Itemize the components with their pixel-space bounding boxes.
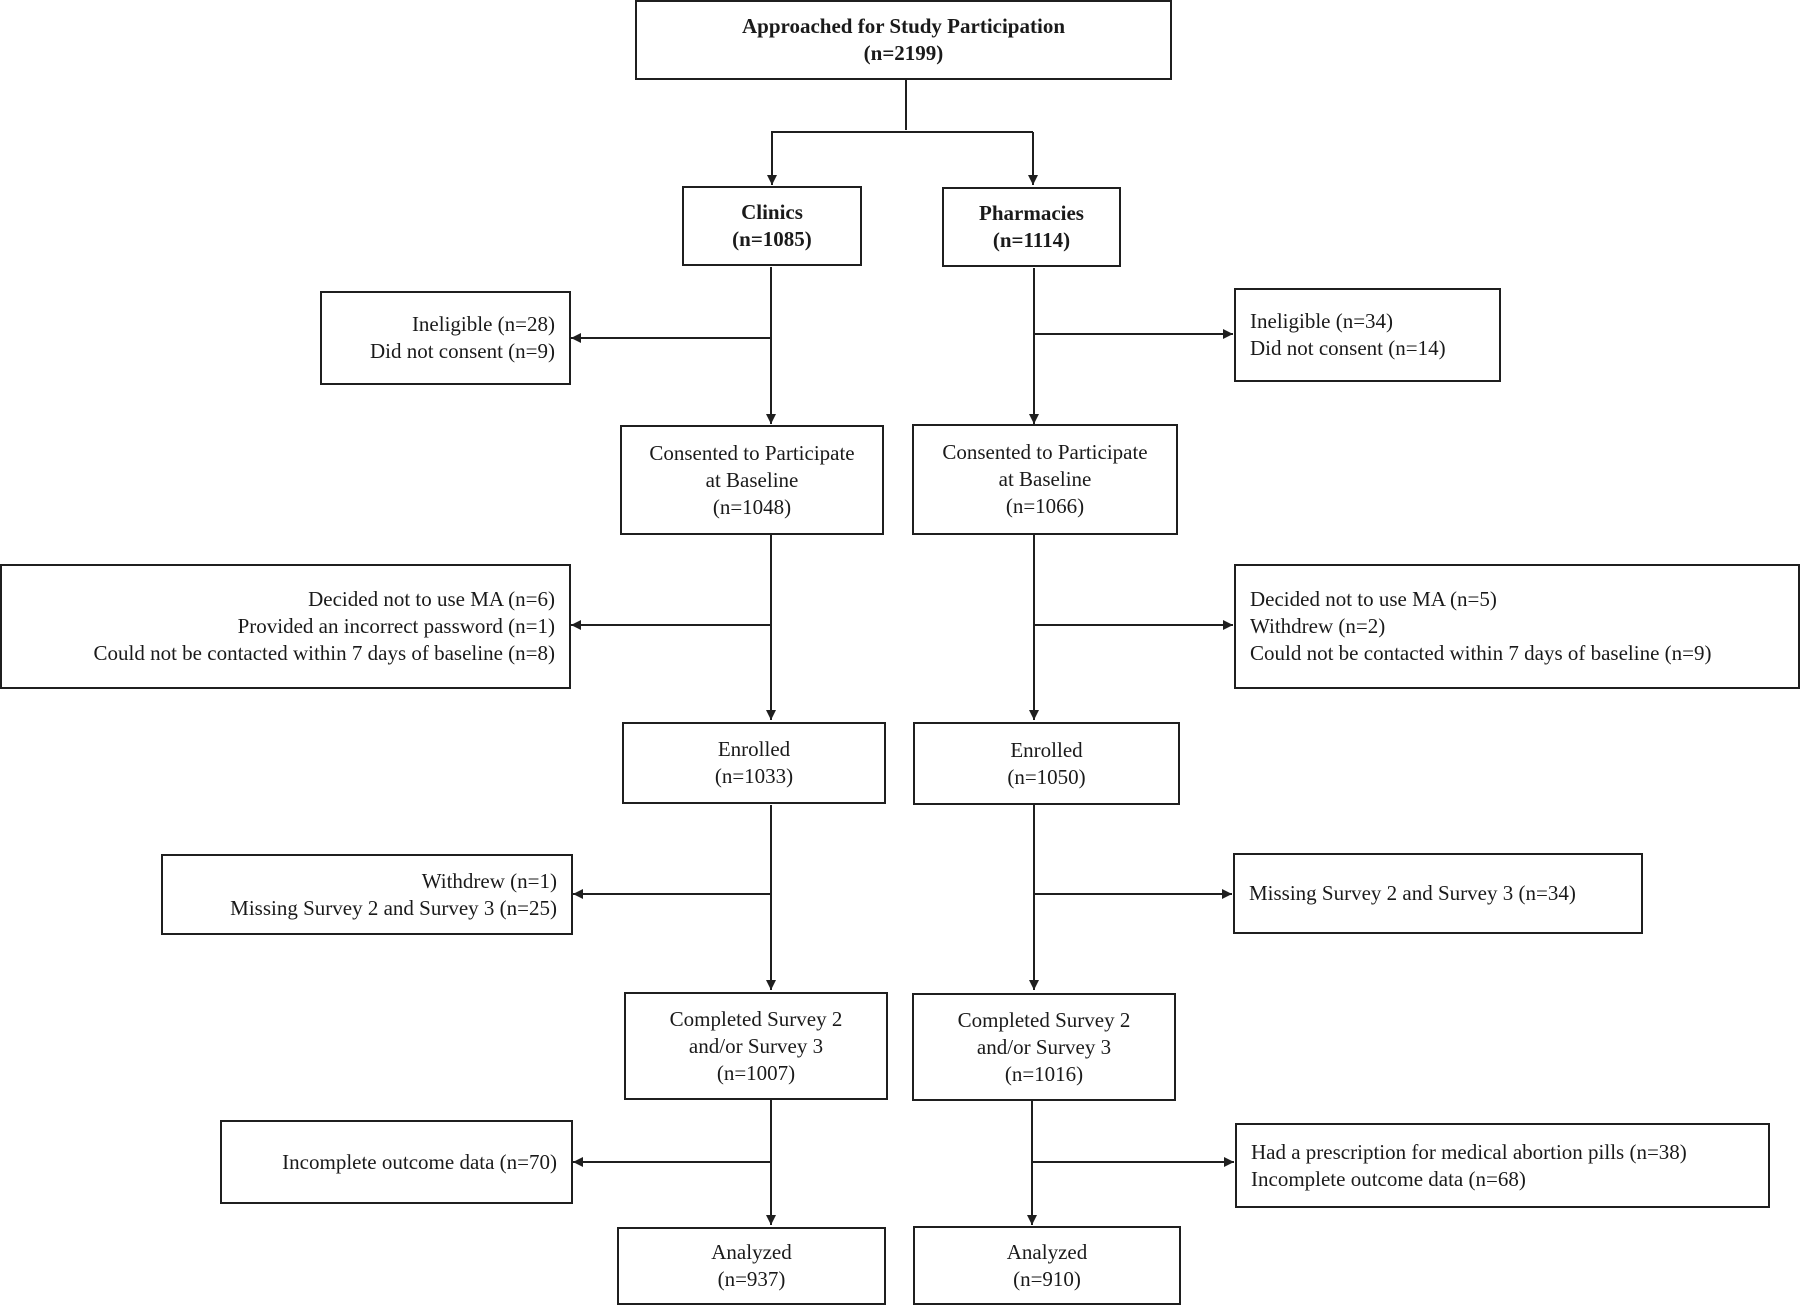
pharmacies-ineligible: Ineligible (n=34) <box>1250 309 1394 333</box>
pharmacies-box: Pharmacies (n=1114) <box>942 187 1121 267</box>
pharmacies-withdrew: Withdrew (n=2) <box>1250 614 1386 638</box>
pharmacies-not-contacted: Could not be contacted within 7 days of … <box>1250 641 1712 665</box>
clinics-analyzed-box: Analyzed (n=937) <box>617 1227 886 1305</box>
pharmacies-exclusion-1-box: Ineligible (n=34) Did not consent (n=14) <box>1234 288 1501 382</box>
pharmacies-decided-not-use-ma: Decided not to use MA (n=5) <box>1250 587 1497 611</box>
clinics-decided-not-use-ma: Decided not to use MA (n=6) <box>308 587 555 611</box>
pharmacies-enrolled-title: Enrolled <box>1010 737 1083 762</box>
clinics-missing-surveys: Missing Survey 2 and Survey 3 (n=25) <box>230 895 557 920</box>
pharmacies-enrolled-count: (n=1050) <box>1007 764 1086 789</box>
clinics-enrolled-box: Enrolled (n=1033) <box>622 722 886 804</box>
clinics-incomplete-outcome: Incomplete outcome data (n=70) <box>282 1149 557 1174</box>
clinics-completed-box: Completed Survey 2 and/or Survey 3 (n=10… <box>624 992 888 1100</box>
clinics-incorrect-password: Provided an incorrect password (n=1) <box>237 614 555 638</box>
clinics-completed-line-1: Completed Survey 2 <box>669 1006 843 1031</box>
clinics-analyzed-count: (n=937) <box>717 1267 786 1291</box>
pharmacies-exclusion-4-box: Had a prescription for medical abortion … <box>1235 1123 1770 1208</box>
pharmacies-completed-line-2: and/or Survey 3 <box>976 1034 1112 1059</box>
clinics-did-not-consent: Did not consent (n=9) <box>369 339 555 363</box>
clinics-title: Clinics <box>741 200 803 224</box>
pharmacies-consented-line-1: Consented to Participate <box>942 440 1148 464</box>
pharmacies-analyzed-title: Analyzed <box>1006 1239 1088 1264</box>
pharmacies-consented-count: (n=1066) <box>1005 494 1085 518</box>
pharmacies-title: Pharmacies <box>979 201 1084 225</box>
approached-count: (n=2199) <box>863 41 944 65</box>
pharmacies-exclusion-3-box: Missing Survey 2 and Survey 3 (n=34) <box>1233 853 1643 934</box>
clinics-exclusion-3-box: Withdrew (n=1) Missing Survey 2 and Surv… <box>161 854 573 935</box>
clinics-count: (n=1085) <box>732 227 812 251</box>
clinics-consented-count: (n=1048) <box>712 494 792 519</box>
pharmacies-missing-surveys: Missing Survey 2 and Survey 3 (n=34) <box>1249 881 1576 905</box>
pharmacies-count: (n=1114) <box>992 228 1071 252</box>
pharmacies-enrolled-box: Enrolled (n=1050) <box>913 722 1180 805</box>
clinics-withdrew: Withdrew (n=1) <box>421 868 557 893</box>
clinics-ineligible: Ineligible (n=28) <box>411 312 555 336</box>
clinics-not-contacted: Could not be contacted within 7 days of … <box>93 641 556 665</box>
pharmacies-analyzed-box: Analyzed (n=910) <box>913 1226 1181 1305</box>
clinics-consented-line-2: at Baseline <box>705 467 799 492</box>
clinics-box: Clinics (n=1085) <box>682 186 862 266</box>
clinics-analyzed-title: Analyzed <box>711 1240 792 1264</box>
pharmacies-exclusion-2-box: Decided not to use MA (n=5) Withdrew (n=… <box>1234 564 1800 689</box>
clinics-exclusion-1-box: Ineligible (n=28) Did not consent (n=9) <box>320 291 571 385</box>
approached-title: Approached for Study Participation <box>742 14 1065 38</box>
clinics-completed-line-2: and/or Survey 3 <box>688 1033 824 1058</box>
pharmacies-consented-box: Consented to Participate at Baseline (n=… <box>912 424 1178 535</box>
pharmacies-prescription-pills: Had a prescription for medical abortion … <box>1251 1139 1687 1164</box>
pharmacies-completed-box: Completed Survey 2 and/or Survey 3 (n=10… <box>912 993 1176 1101</box>
approached-box: Approached for Study Participation (n=21… <box>635 0 1172 80</box>
pharmacies-incomplete-outcome: Incomplete outcome data (n=68) <box>1251 1166 1526 1191</box>
clinics-enrolled-title: Enrolled <box>717 737 791 761</box>
pharmacies-completed-line-1: Completed Survey 2 <box>957 1007 1131 1032</box>
clinics-enrolled-count: (n=1033) <box>714 764 794 788</box>
clinics-exclusion-4-box: Incomplete outcome data (n=70) <box>220 1120 573 1204</box>
pharmacies-did-not-consent: Did not consent (n=14) <box>1250 336 1446 360</box>
pharmacies-consented-line-2: at Baseline <box>998 467 1092 491</box>
clinics-exclusion-2-box: Decided not to use MA (n=6) Provided an … <box>0 564 571 689</box>
pharmacies-completed-count: (n=1016) <box>1004 1061 1084 1086</box>
pharmacies-analyzed-count: (n=910) <box>1013 1266 1081 1291</box>
clinics-consented-line-1: Consented to Participate <box>649 440 855 465</box>
clinics-completed-count: (n=1007) <box>716 1060 796 1085</box>
clinics-consented-box: Consented to Participate at Baseline (n=… <box>620 425 884 535</box>
